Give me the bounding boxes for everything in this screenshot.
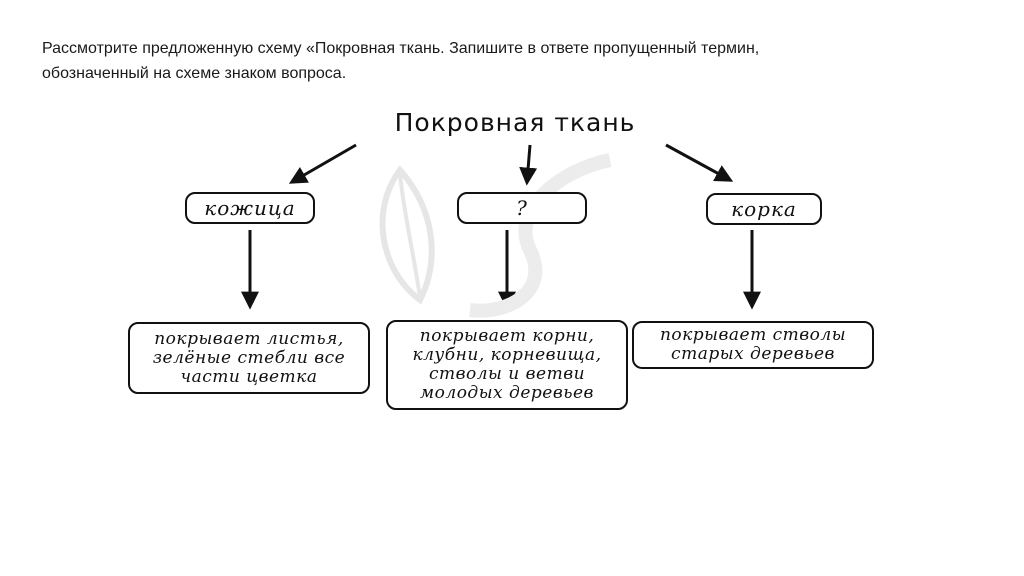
description-unknown: покрывает корни, клубни, корневища, ство… [386, 320, 628, 410]
task-text: Рассмотрите предложенную схему «Покровна… [42, 40, 760, 82]
description-line: зелёные стебли все [152, 347, 346, 368]
label-unknown: ? [457, 192, 587, 224]
label-korka: корка [706, 193, 822, 225]
label-korka-text: корка [731, 197, 797, 221]
description-line: старых деревьев [671, 344, 835, 364]
arrow-root-to-middle [519, 144, 538, 186]
arrow-root-to-right [665, 143, 734, 182]
diagram-root-title: Покровная ткань [394, 108, 636, 137]
description-line: стволы и ветви [428, 364, 586, 384]
label-kozhitsa: кожица [185, 192, 315, 224]
description-line: покрывает стволы [659, 325, 847, 345]
description-line: клубни, корневища, [412, 345, 602, 365]
description-line: покрывает листья, [154, 328, 344, 349]
description-kozhitsa: покрывает листья, зелёные стебли все час… [128, 322, 370, 394]
description-line: части цветка [180, 366, 318, 387]
description-korka: покрывает стволы старых деревьев [632, 321, 874, 369]
leaf-watermark-icon [379, 153, 612, 318]
label-kozhitsa-text: кожица [204, 196, 296, 220]
arrow-root-to-left [288, 143, 357, 184]
description-line: покрывает корни, [419, 326, 595, 346]
label-unknown-text: ? [516, 196, 528, 220]
description-line: молодых деревьев [420, 383, 594, 403]
